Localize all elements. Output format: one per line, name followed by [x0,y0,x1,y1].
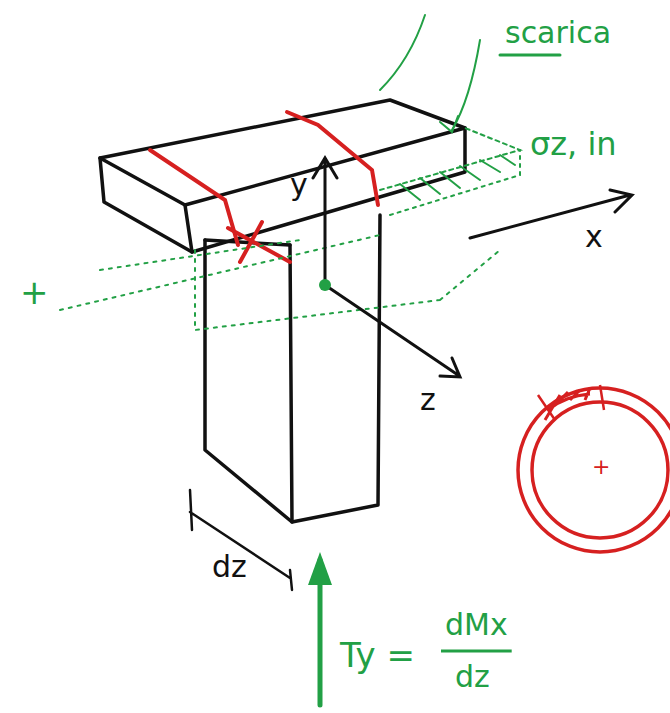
cut-mark [538,385,604,420]
z-axis [325,285,460,377]
x-axis [470,190,632,238]
section-line [287,112,378,205]
tube-inner [532,402,668,538]
dimension-label: dz [212,552,247,582]
fraction-bar [441,650,512,653]
leader-line [380,15,425,90]
stress-label: σz, in [530,128,617,160]
leader-line [452,40,480,130]
web [205,215,380,522]
section-line [150,150,238,245]
arrow-head [308,552,332,585]
underline [500,54,560,57]
web-edge [290,245,292,522]
y-axis [313,158,337,285]
force-label: Ty = [340,638,415,672]
guide-line [60,235,500,330]
dimension-line [190,490,292,590]
stress-hatch [400,155,515,200]
note: scarica [505,18,611,48]
sign-mark: + [20,275,49,309]
axis-label: y [290,170,308,200]
center-mark: + [592,456,610,478]
axis-label: z [420,385,436,415]
stress-envelope [390,150,520,215]
centroid-dot [319,279,331,291]
tube-outer [518,388,670,552]
arrow-head [440,116,458,132]
fraction-denominator: dz [455,662,490,692]
flange-side [100,158,192,252]
axis-label: x [585,222,603,252]
fraction-numerator: dMx [445,610,508,640]
